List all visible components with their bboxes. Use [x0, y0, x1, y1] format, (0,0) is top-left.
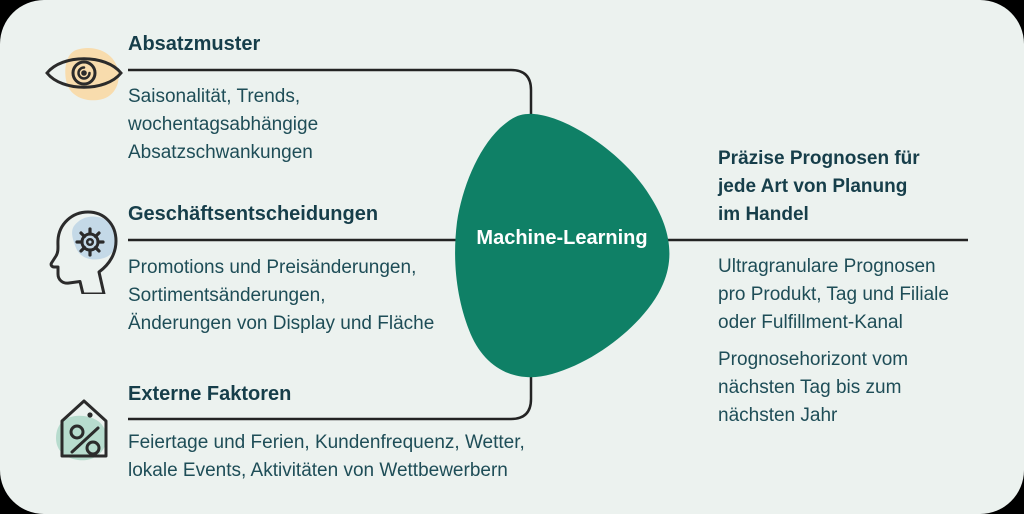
gear-icon: [75, 227, 105, 257]
text-line: Promotions und Preisänderungen,: [128, 257, 417, 278]
text-line: Absatzschwankungen: [128, 142, 313, 163]
input-title-geschaeftsentscheidungen: Geschäftsentscheidungen: [128, 203, 379, 225]
text-line: Ultragranulare Prognosen: [718, 256, 936, 277]
input-title-absatzmuster: Absatzmuster: [128, 33, 261, 55]
text-line: Feiertage und Ferien, Kundenfrequenz, We…: [128, 432, 525, 453]
text-line: lokale Events, Aktivitäten von Wettbewer…: [128, 460, 508, 481]
machine-learning-label: Machine-Learning: [476, 227, 648, 249]
text-line: Saisonalität, Trends,: [128, 86, 301, 107]
price-tag-percent-icon: [56, 399, 108, 461]
input-title-externe-faktoren: Externe Faktoren: [128, 383, 292, 405]
percent-icon: [69, 424, 101, 456]
text-line: Sortimentsänderungen,: [128, 285, 326, 306]
output-paragraph-horizon: Prognosehorizont vom nächsten Tag bis zu…: [718, 346, 908, 430]
output-title: Präzise Prognosen für jede Art von Planu…: [718, 145, 920, 229]
input-text-geschaeftsentscheidungen: Promotions und Preisänderungen, Sortimen…: [128, 254, 434, 338]
output-paragraph-granularity: Ultragranulare Prognosen pro Produkt, Ta…: [718, 253, 949, 337]
text-line: oder Fulfillment-Kanal: [718, 312, 903, 333]
text-line: im Handel: [718, 204, 809, 225]
text-line: Änderungen von Display und Fläche: [128, 313, 435, 334]
text-line: nächsten Tag bis zum: [718, 377, 902, 398]
text-line: wochentagsabhängige: [128, 114, 319, 135]
text-line: Präzise Prognosen für: [718, 148, 920, 169]
text-line: jede Art von Planung: [718, 176, 908, 197]
input-text-externe-faktoren: Feiertage und Ferien, Kundenfrequenz, We…: [128, 429, 525, 485]
eye-icon: [45, 48, 123, 101]
text-line: Prognosehorizont vom: [718, 349, 909, 370]
text-line: nächsten Jahr: [718, 405, 838, 426]
text-line: pro Produkt, Tag und Filiale: [718, 284, 949, 305]
input-text-absatzmuster: Saisonalität, Trends, wochentagsabhängig…: [128, 83, 318, 167]
head-gear-icon: [49, 210, 118, 294]
